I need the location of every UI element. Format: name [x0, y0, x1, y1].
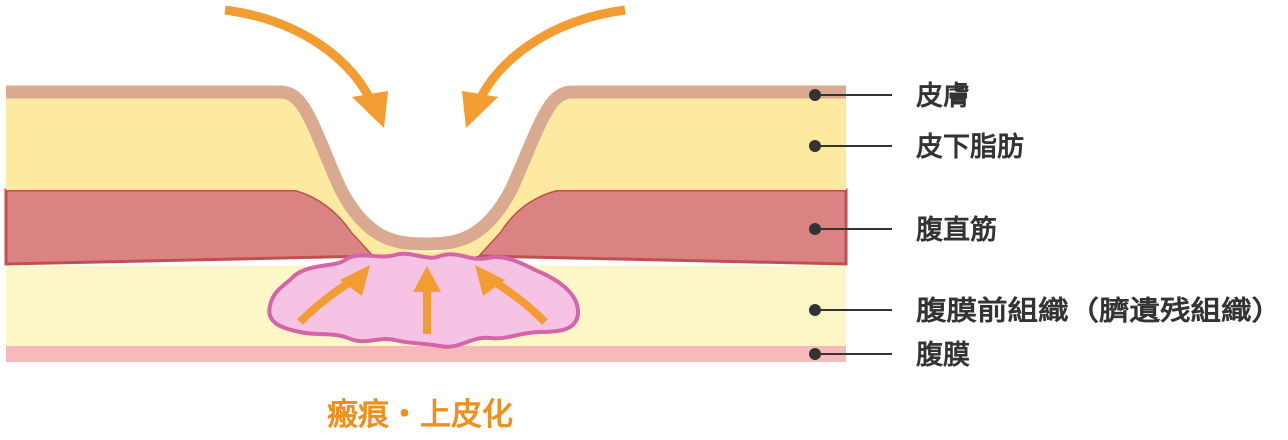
inward-arrow-right — [462, 5, 626, 128]
label-rectus-muscle: 腹直筋 — [915, 214, 997, 246]
leader-skin — [809, 89, 892, 101]
healing-arrow-center — [413, 266, 441, 334]
caption-scar-epithelialization: 瘢痕・上皮化 — [327, 397, 513, 433]
skin-layer — [6, 85, 846, 251]
inward-arrow-left — [224, 5, 388, 128]
leader-preperitoneal — [809, 304, 892, 316]
peritoneum-layer — [6, 345, 846, 362]
rectus-muscle-left — [4, 188, 378, 266]
rectus-muscle-right — [474, 188, 848, 266]
leader-peritoneum — [809, 348, 892, 360]
leader-subcutaneous-fat — [809, 140, 892, 152]
label-peritoneum: 腹膜 — [915, 340, 970, 371]
label-preperitoneal: 腹膜前組織（臍遺残組織） — [915, 295, 1282, 327]
label-skin: 皮膚 — [916, 81, 970, 112]
leader-rectus-muscle — [809, 223, 892, 235]
subcutaneous-fat-layer — [6, 92, 846, 256]
label-subcutaneous-fat: 皮下脂肪 — [916, 132, 1024, 163]
healing-arrow-right — [475, 265, 548, 325]
healing-arrow-left — [297, 265, 370, 325]
